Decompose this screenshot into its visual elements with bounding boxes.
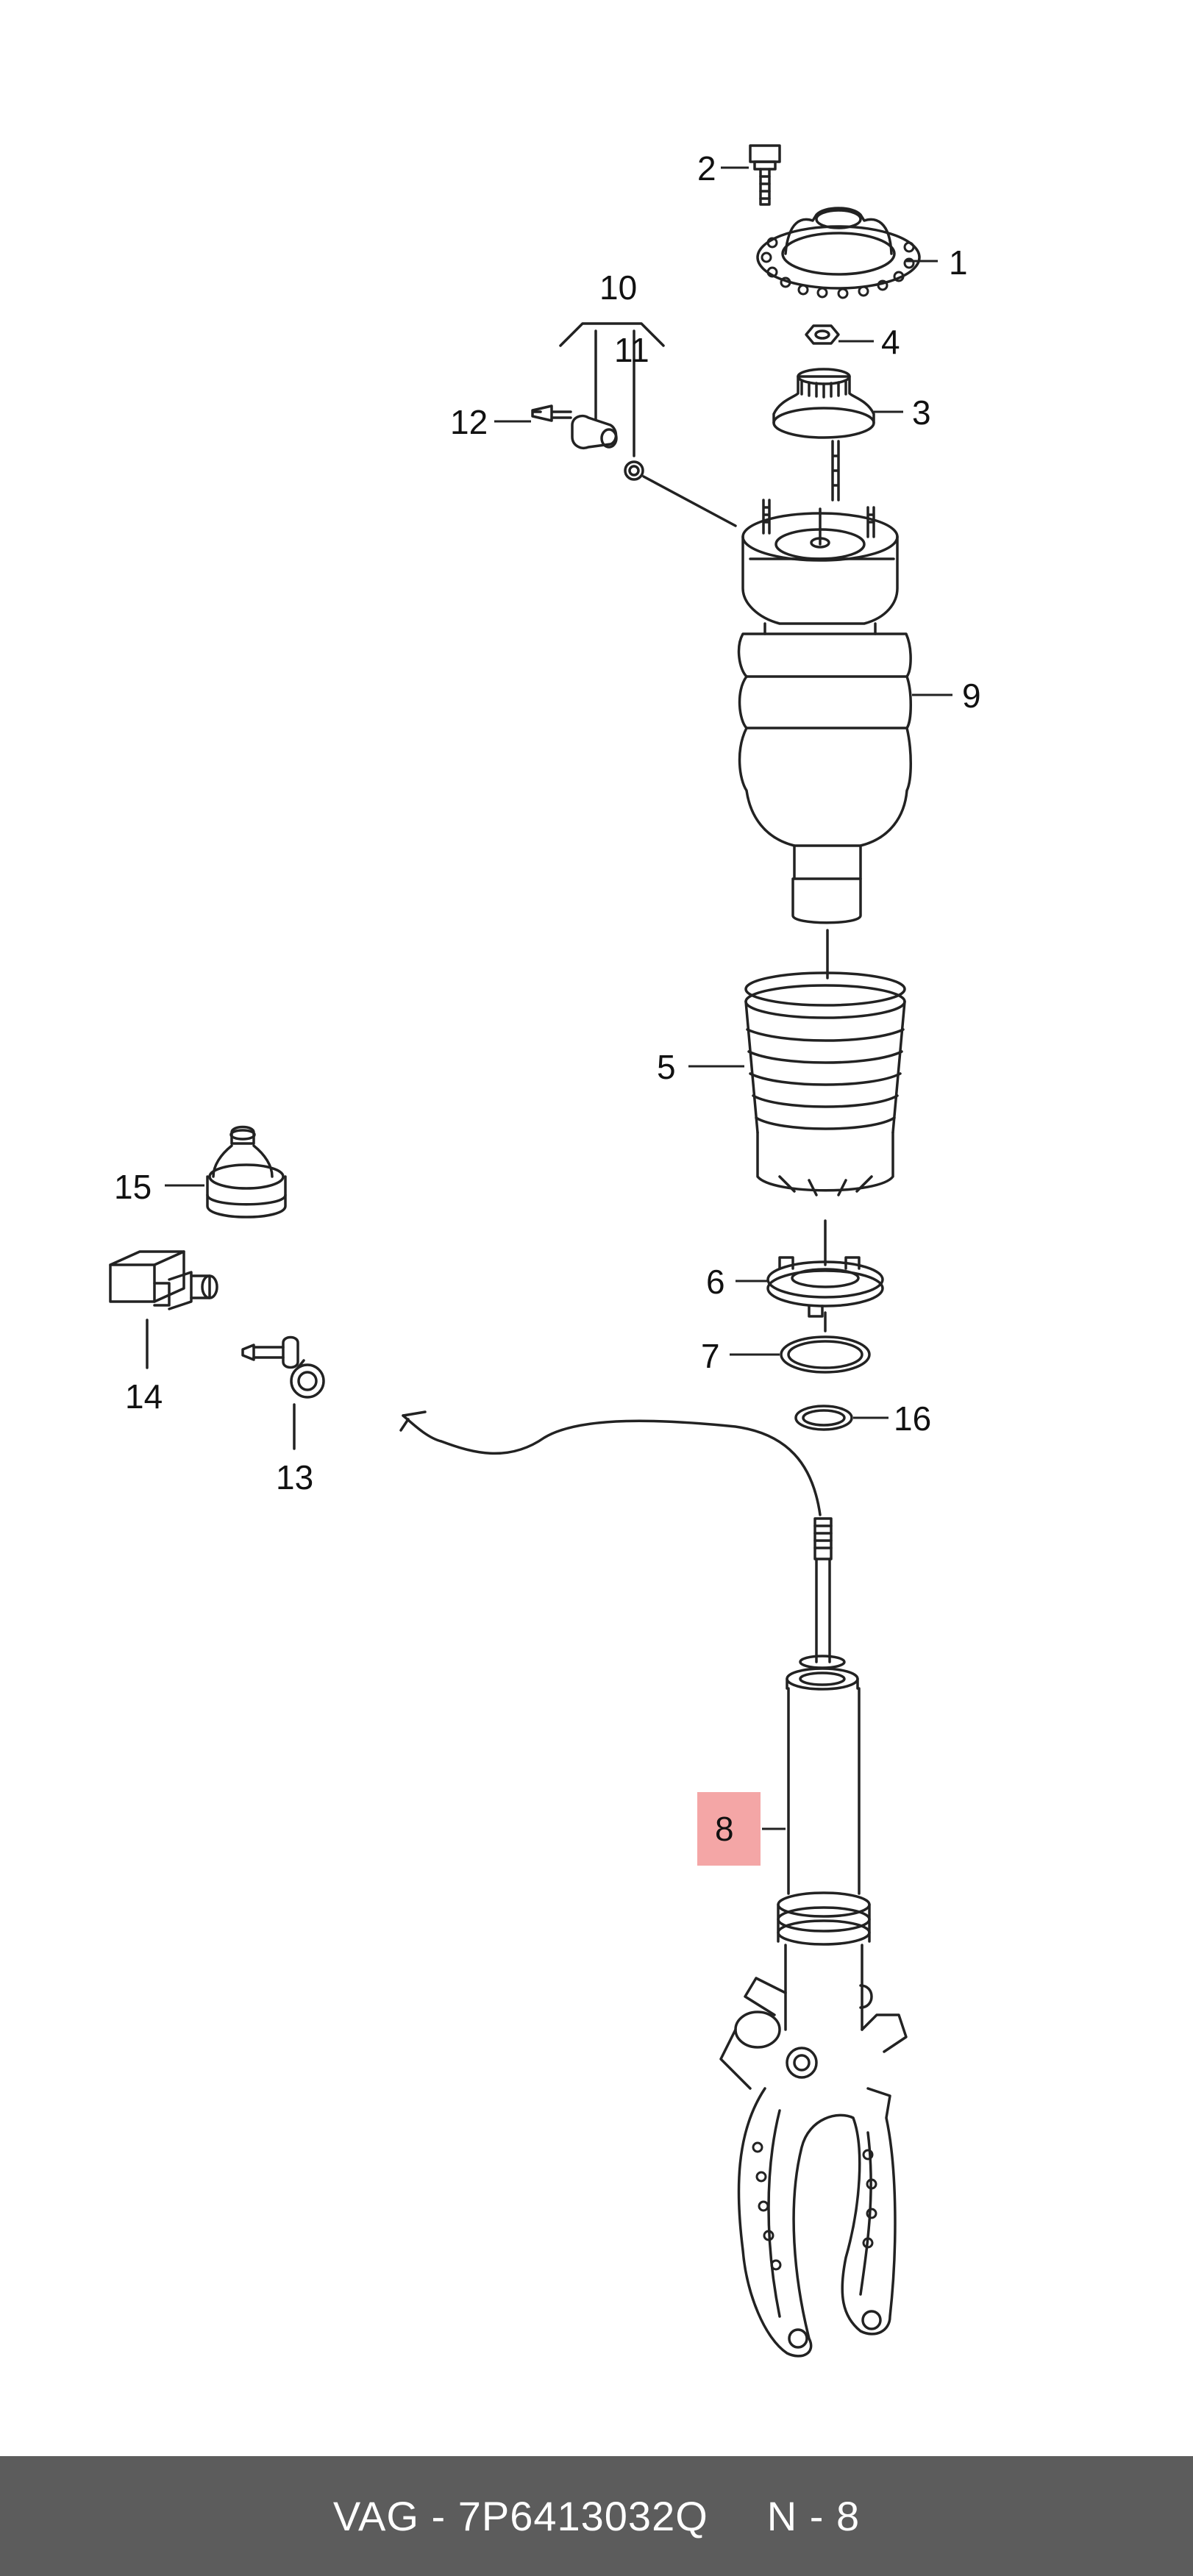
air-spring-part-9: [737, 499, 912, 924]
callout-2: 2: [697, 149, 716, 188]
callouts: 1 2 3 4 5 6 7 8 9 10 11 12 13 14 15 16: [114, 149, 981, 1848]
part-number-text: VAG - 7P6413032Q: [332, 2493, 708, 2539]
leader-lines: [165, 166, 952, 1830]
cap-part-15: [206, 1125, 287, 1219]
connector-part-14: [109, 1250, 218, 1369]
callout-6: 6: [706, 1263, 725, 1301]
callout-3: 3: [912, 393, 931, 432]
callout-4: 4: [881, 323, 900, 361]
exploded-parts-diagram: 1 2 3 4 5 6 7 8 9 10 11 12 13 14 15 16: [109, 144, 981, 2358]
callout-7: 7: [701, 1337, 720, 1375]
sensor-wire: [402, 1414, 822, 1516]
lock-ring-part-6: [766, 1219, 884, 1318]
callout-8-highlight: [697, 1792, 761, 1866]
callout-1: 1: [949, 243, 968, 282]
footer-bar: VAG - 7P6413032Q N - 8: [0, 2456, 1193, 2576]
callout-16: 16: [894, 1399, 931, 1438]
callout-14: 14: [125, 1377, 163, 1416]
valve-assembly-part-10: [531, 322, 737, 527]
nut-part-4: [805, 324, 840, 345]
callout-5: 5: [657, 1048, 676, 1086]
shock-absorber-part-8: [719, 1517, 908, 2358]
callout-15: 15: [114, 1168, 152, 1206]
callout-11: 11: [614, 331, 649, 369]
bearing-part-3: [772, 368, 875, 502]
ring-part-16: [794, 1405, 853, 1431]
strut-mount-part-1: [756, 207, 921, 299]
o-ring-part-7: [780, 1311, 871, 1374]
callout-12: 12: [450, 403, 488, 441]
diagram-position-text: N - 8: [766, 2493, 861, 2539]
callout-9: 9: [962, 677, 981, 715]
callout-8: 8: [715, 1810, 734, 1848]
dust-boot-part-5: [744, 929, 906, 1196]
callout-10: 10: [599, 268, 637, 307]
bolt-part-2: [749, 144, 781, 206]
callout-13: 13: [276, 1458, 313, 1496]
fitting-part-13: [241, 1335, 325, 1450]
